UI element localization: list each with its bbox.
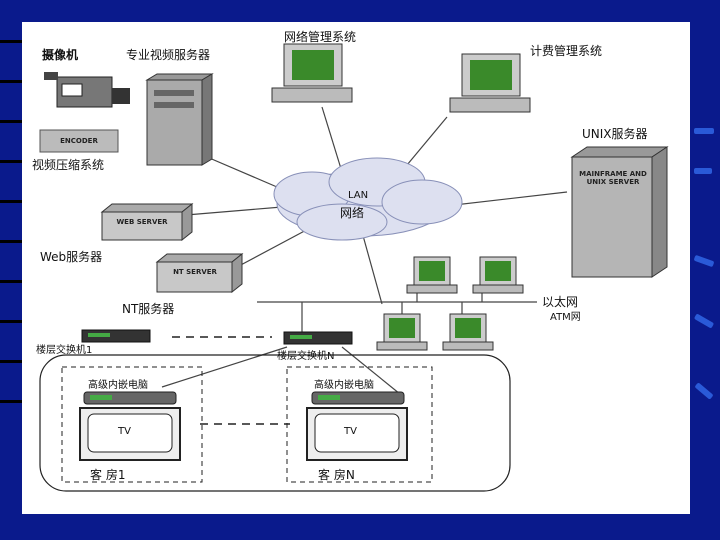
bg-stripe [0,160,22,163]
compression-label: 视频压缩系统 [32,158,105,172]
floor-switch-n-icon [283,331,353,345]
mainframe-label: MAINFRAME AND UNIX SERVER [579,170,647,186]
bg-stripe [0,280,22,283]
set-top-box-n-icon [311,391,405,405]
floor-switch-1-label: 楼层交换机1 [36,345,93,356]
workstation-pc-icon [376,313,428,351]
bg-stripe [0,360,22,363]
rooms-enclosure [39,354,511,492]
room-n-box [286,366,433,483]
unix-server-label: UNIX服务器 [582,127,648,141]
network-mgmt-pc-icon [271,43,353,103]
web-server-box-label: WEB SERVER [116,218,168,226]
network-diagram [39,43,669,492]
lan-label-cn: 网络 [340,206,365,220]
deco-dash [693,313,715,329]
deco-dash [694,168,712,174]
tv-n-label: TV [344,426,357,437]
video-server-icon [145,73,214,166]
tv-1-label: TV [118,426,131,437]
encoder-box-label: ENCODER [60,137,98,145]
atm-label: ATM网 [550,312,581,323]
deco-dash [694,128,714,134]
connection-lines [161,106,568,395]
web-server-label: Web服务器 [40,250,103,264]
stb-1-label: 高级内嵌电脑 [88,380,148,391]
room-1-label: 客 房1 [90,468,126,482]
billing-pc-icon [449,53,531,113]
billing-label: 计费管理系统 [530,44,603,58]
nt-server-icon [155,252,244,294]
deco-dash [693,254,715,268]
bg-stripe [0,400,22,403]
video-server-label: 专业视频服务器 [126,48,211,62]
network-mgmt-label: 网络管理系统 [284,30,357,44]
lan-label-en: LAN [348,190,369,201]
slide-canvas: 摄像机 专业视频服务器 网络管理系统 计费管理系统 UNIX服务器 ENCODE… [22,22,690,514]
workstation-pc-icon [406,256,458,294]
bg-stripe [0,80,22,83]
bg-stripe [0,320,22,323]
bg-stripe [0,120,22,123]
mainframe-icon [570,146,669,278]
camera-label: 摄像机 [42,48,79,62]
floor-switch-n-label: 楼层交换机N [277,351,335,362]
set-top-box-1-icon [83,391,177,405]
floor-switch-1-icon [81,329,151,343]
lan-cloud [273,157,463,241]
nt-server-label: NT服务器 [122,302,175,316]
dashed-links [172,336,290,425]
stb-n-label: 高级内嵌电脑 [314,380,374,391]
bg-stripe [0,200,22,203]
workstation-pc-icon [442,313,494,351]
tv-n-icon [306,407,408,461]
workstation-pc-icon [472,256,524,294]
camera-icon [44,72,130,108]
bg-stripe [0,40,22,43]
encoder-box [39,129,119,153]
web-server-icon [100,202,194,242]
room-1-box [61,366,203,483]
nt-server-box-label: NT SERVER [173,268,217,276]
bg-stripe [0,240,22,243]
tv-1-icon [79,407,181,461]
ethernet-label: 以太网 [542,295,579,309]
deco-dash [694,382,714,400]
room-n-label: 客 房N [318,468,355,482]
